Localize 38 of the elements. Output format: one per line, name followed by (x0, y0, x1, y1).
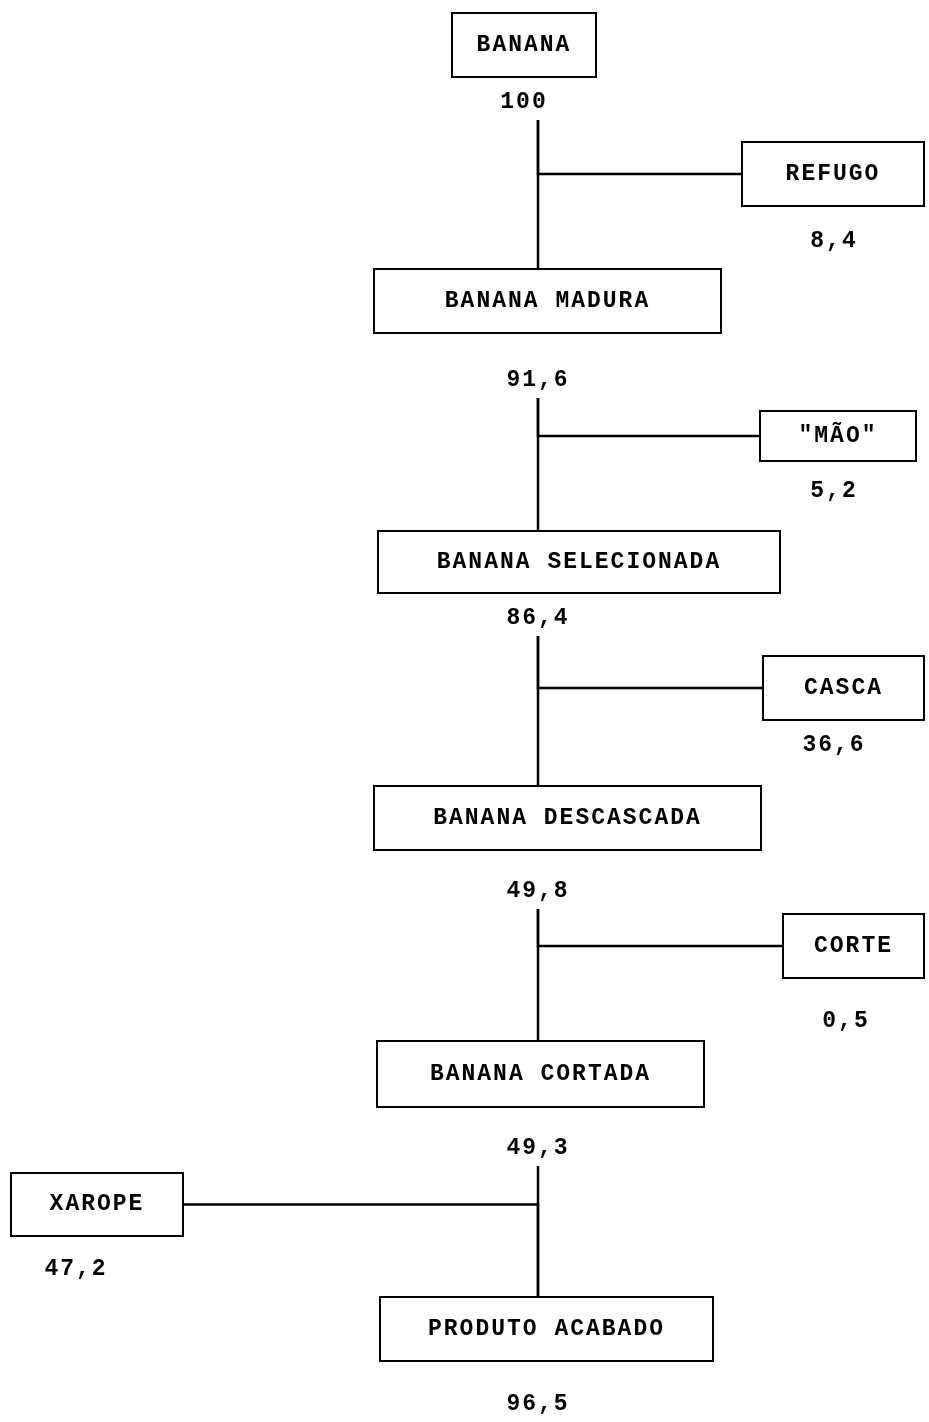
process-box (373, 785, 762, 851)
mass-value: 91,6 (506, 366, 570, 394)
connector-line (184, 1203, 540, 1296)
connector-line (536, 120, 741, 176)
mass-value: 49,8 (506, 877, 570, 905)
process-box (379, 1296, 714, 1362)
process-box (782, 913, 925, 979)
mass-value: 86,4 (506, 604, 570, 632)
box-label: CASCA (804, 673, 883, 703)
box-label: BANANA (476, 30, 572, 60)
mass-value: 47,2 (44, 1255, 108, 1283)
process-box (10, 1172, 184, 1237)
box-label: BANANA DESCASCADA (433, 803, 702, 833)
mass-value: 96,5 (506, 1390, 570, 1418)
connector-line (536, 909, 782, 948)
process-box (451, 12, 597, 78)
connector-line (536, 398, 759, 438)
mass-value: 49,3 (506, 1134, 570, 1162)
mass-value: 0,5 (822, 1007, 870, 1035)
mass-value: 8,4 (810, 227, 858, 255)
box-label: BANANA MADURA (444, 286, 651, 316)
box-label: BANANA SELECIONADA (436, 547, 722, 577)
mass-value: 36,6 (802, 731, 866, 759)
process-box (377, 530, 781, 594)
process-box (759, 410, 917, 462)
box-label: BANANA CORTADA (429, 1059, 652, 1089)
box-label: REFUGO (785, 159, 881, 189)
process-box (762, 655, 925, 721)
mass-value: 100 (500, 88, 548, 116)
process-box (373, 268, 722, 334)
box-label: CORTE (814, 931, 893, 961)
process-box (376, 1040, 705, 1108)
mass-value: 5,2 (810, 477, 858, 505)
box-label: XAROPE (49, 1190, 145, 1220)
connector-line (536, 636, 762, 690)
process-box (741, 141, 925, 207)
box-label: PRODUTO ACABADO (427, 1314, 665, 1344)
box-label: "MÃO" (798, 421, 878, 451)
